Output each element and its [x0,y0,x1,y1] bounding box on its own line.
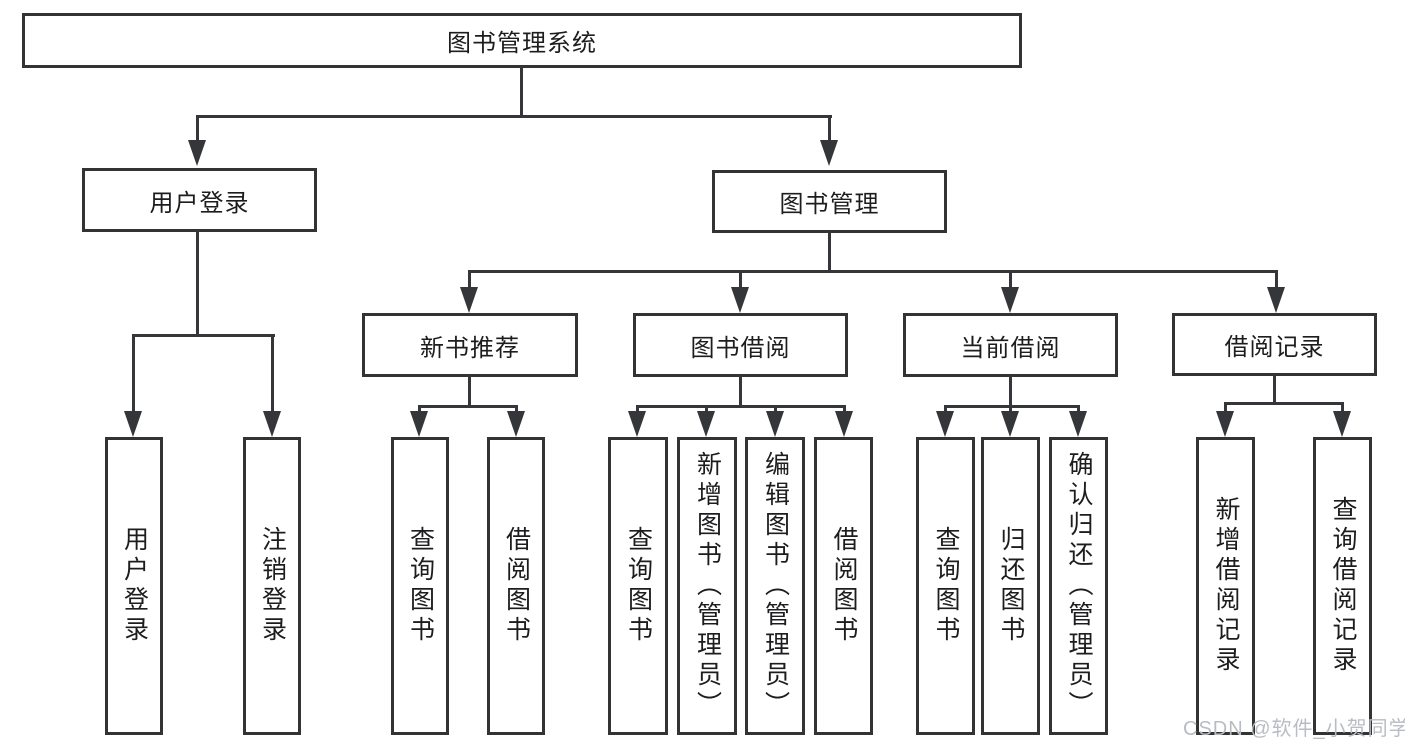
arrowhead-down-icon [263,411,281,437]
leaf-borrow-books-borrow: 借阅图书 [814,437,873,735]
connector-split [418,405,518,408]
connector-split [944,405,1080,408]
node-new-book-recommend: 新书推荐 [362,313,578,377]
arrowhead-down-icon [124,411,142,437]
connector-stem [739,375,742,408]
connector-drop [1224,402,1227,414]
leaf-label: 新增图书（管理员） [693,451,722,721]
leaf-label: 查询图书 [932,526,960,646]
arrowhead-down-icon [697,411,715,437]
node-book-borrow-label: 图书借阅 [690,334,791,362]
node-book-borrow: 图书借阅 [633,313,848,377]
connector-stem [1273,374,1276,405]
node-borrow-records-label: 借阅记录 [1224,334,1325,361]
connector-drop [739,270,742,290]
connector-drop [705,405,708,414]
connector-drop [1275,270,1278,290]
leaf-label: 归还图书 [997,526,1025,646]
connector-drop [636,405,639,414]
leaf-label: 借阅图书 [830,526,858,646]
connector-drop [944,405,947,414]
connector-stem [1009,375,1012,408]
arrowhead-down-icon [731,287,749,313]
leaf-label: 查询图书 [624,526,653,646]
connector-drop [828,115,831,145]
leaf-logout: 注销登录 [243,437,301,735]
connector-drop [843,405,846,414]
leaf-label: 查询借阅记录 [1329,496,1357,676]
arrowhead-down-icon [835,411,853,437]
leaf-add-book-admin: 新增图书（管理员） [677,437,737,735]
connector-drop [1341,402,1344,414]
leaf-query-books-recommend: 查询图书 [391,437,449,735]
leaf-confirm-return-admin: 确认归还（管理员） [1049,437,1108,735]
node-user-login-label: 用户登录 [149,189,250,217]
arrowhead-down-icon [1267,287,1285,313]
arrowhead-down-icon [1333,411,1351,437]
node-current-borrow: 当前借阅 [903,313,1118,377]
node-root-label: 图书管理系统 [447,30,597,57]
watermark: CSDN @软件_小贺同学 [1183,718,1405,740]
connector-root-split [196,115,832,118]
leaf-label: 借阅图书 [502,526,531,646]
arrowhead-down-icon [410,411,428,437]
arrowhead-down-icon [1069,411,1087,437]
connector-drop [1077,405,1080,414]
connector-stem [468,375,471,408]
node-user-login: 用户登录 [82,168,317,232]
connector-drop [468,270,471,290]
leaf-label: 编辑图书（管理员） [761,451,790,721]
connector-split [636,405,846,408]
arrowhead-down-icon [820,140,838,166]
leaf-edit-book-admin: 编辑图书（管理员） [745,437,805,735]
arrowhead-down-icon [188,140,206,166]
connector-drop [418,405,421,414]
connector-drop [1009,270,1012,290]
leaf-return-books: 归还图书 [981,437,1040,735]
leaf-label: 注销登录 [258,526,287,646]
node-current-borrow-label: 当前借阅 [960,334,1061,362]
leaf-label: 用户登录 [120,526,149,646]
arrowhead-down-icon [507,411,525,437]
connector-drop [271,334,274,414]
node-new-book-recommend-label: 新书推荐 [420,334,520,362]
arrowhead-down-icon [460,287,478,313]
leaf-label: 新增借阅记录 [1212,496,1240,676]
arrowhead-down-icon [1216,411,1234,437]
leaf-borrow-books-recommend: 借阅图书 [487,437,545,735]
connector-drop [132,334,135,414]
connector-split [1224,402,1344,405]
leaf-query-books-current: 查询图书 [916,437,975,735]
arrowhead-down-icon [766,411,784,437]
leaf-add-borrow-record: 新增借阅记录 [1196,437,1255,735]
connector-drop [515,405,518,414]
connector-drop [1009,405,1012,414]
arrowhead-down-icon [1001,287,1019,313]
node-book-management-label: 图书管理 [779,191,880,218]
connector-drop [774,405,777,414]
node-root: 图书管理系统 [22,13,1022,68]
node-book-management: 图书管理 [712,170,947,233]
leaf-query-borrow-record: 查询借阅记录 [1313,437,1372,735]
arrowhead-down-icon [628,411,646,437]
connector-root-stem [520,66,523,117]
arrowhead-down-icon [1001,411,1019,437]
arrowhead-down-icon [936,411,954,437]
connector-book-mgmt-stem [828,231,831,272]
leaf-label: 查询图书 [406,526,435,646]
connector-user-login-stem [196,230,199,336]
leaf-user-login: 用户登录 [105,437,163,735]
leaf-label: 确认归还（管理员） [1065,451,1093,721]
connector-user-login-split [132,334,275,337]
node-borrow-records: 借阅记录 [1172,313,1377,376]
connector-book-mgmt-split [468,270,1278,273]
leaf-query-books-borrow: 查询图书 [608,437,668,735]
connector-drop [196,115,199,145]
